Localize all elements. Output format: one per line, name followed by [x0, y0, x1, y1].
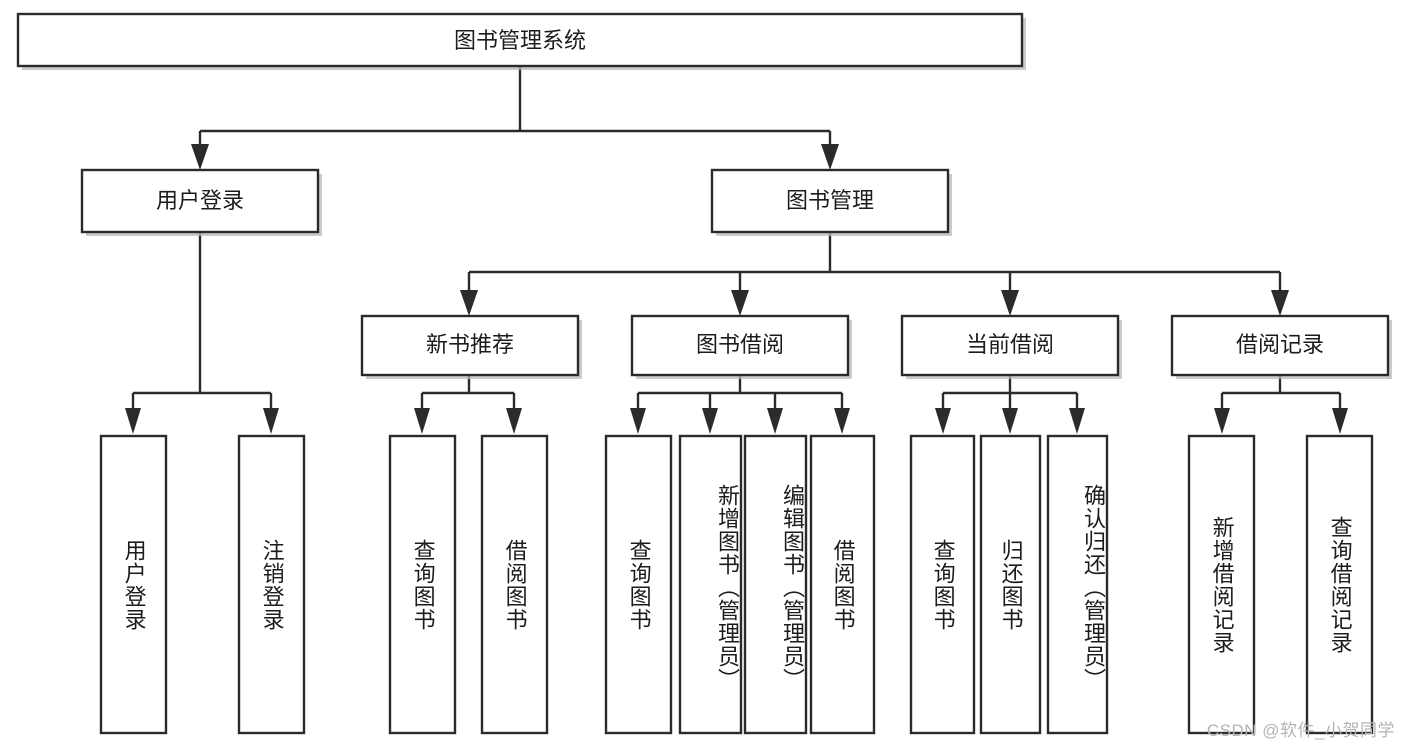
arrowhead-leaf-4a [935, 408, 951, 434]
arrowhead-leaf-4b [1002, 408, 1018, 434]
arrowhead-book-borrow [731, 290, 749, 316]
new-book-node-label: 新书推荐 [426, 332, 514, 357]
book-manage-node-box[interactable] [710, 168, 950, 234]
root-node-box[interactable] [16, 12, 1024, 68]
arrowhead-leaf-5a [1214, 408, 1230, 434]
user-login-node-label: 用户登录 [156, 188, 244, 213]
book-borrow-node-box[interactable] [630, 314, 850, 377]
watermark-text: CSDN @软件_小贺同学 [1206, 721, 1395, 740]
leaf-box-query-record[interactable] [1305, 434, 1374, 735]
arrowhead-leaf-3a [630, 408, 646, 434]
arrowhead-leaf-2b [506, 408, 522, 434]
leaf-box-logout[interactable] [237, 434, 306, 735]
arrowhead-new-book [460, 290, 478, 316]
leaf-box-borrow-book-2[interactable] [809, 434, 876, 735]
leaf-box-borrow-book-1[interactable] [480, 434, 549, 735]
leaf-box-query-book-3[interactable] [909, 434, 976, 735]
arrowhead-leaf-1a [125, 408, 141, 434]
leaf-box-return-book[interactable] [979, 434, 1042, 735]
arrowhead-leaf-1b [263, 408, 279, 434]
arrowhead-borrow-record [1271, 290, 1289, 316]
arrowhead-current-borrow [1001, 290, 1019, 316]
book-borrow-node-label: 图书借阅 [696, 332, 784, 357]
node-layer: 图书管理系统 用户登录 图书管理 新书推荐 图书借阅 当前借阅 借阅记录 [16, 12, 1392, 735]
arrowhead-leaf-2a [414, 408, 430, 434]
connector-layer [125, 66, 1348, 434]
book-manage-node-label: 图书管理 [786, 188, 874, 213]
arrowhead-leaf-3c [767, 408, 783, 434]
arrowhead-leaf-5b [1332, 408, 1348, 434]
leaf-box-query-book-1[interactable] [388, 434, 457, 735]
arrowhead-leaf-3d [834, 408, 850, 434]
new-book-node-box[interactable] [360, 314, 580, 377]
leaf-box-query-book-2[interactable] [604, 434, 673, 735]
arrowhead-user-login [191, 144, 209, 170]
leaf-box-add-book-admin[interactable] [678, 434, 743, 735]
borrow-record-node-label: 借阅记录 [1236, 332, 1324, 357]
arrowhead-leaf-4c [1069, 408, 1085, 434]
leaf-box-add-record[interactable] [1187, 434, 1256, 735]
user-login-node-box[interactable] [80, 168, 320, 234]
leaf-box-edit-book-admin[interactable] [743, 434, 808, 735]
current-borrow-node-box[interactable] [900, 314, 1120, 377]
leaf-box-user-login[interactable] [99, 434, 168, 735]
borrow-record-node-box[interactable] [1170, 314, 1390, 377]
leaf-box-confirm-return-admin[interactable] [1046, 434, 1109, 735]
root-node-label: 图书管理系统 [454, 28, 586, 53]
arrowhead-leaf-3b [702, 408, 718, 434]
arrowhead-book-manage [821, 144, 839, 170]
current-borrow-node-label: 当前借阅 [966, 332, 1054, 357]
